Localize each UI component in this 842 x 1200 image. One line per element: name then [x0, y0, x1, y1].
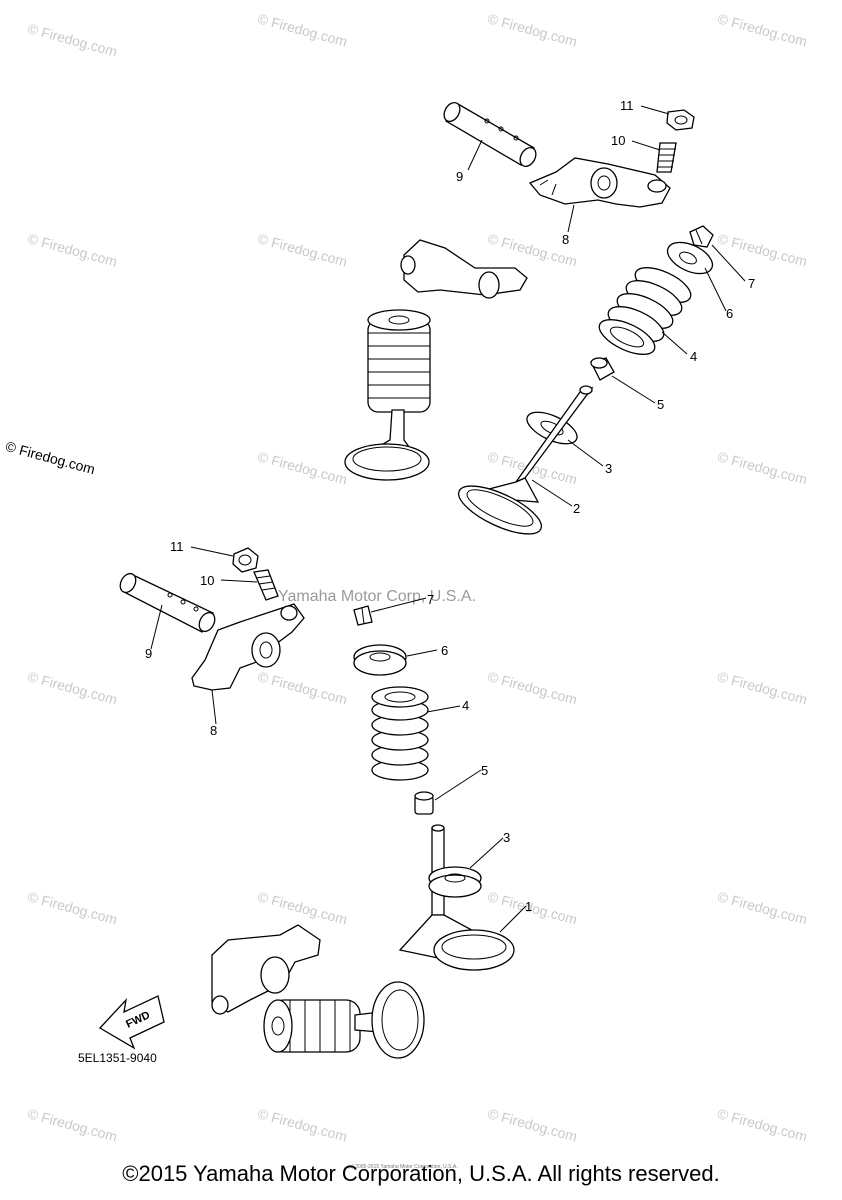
callout-lower-11: 11 — [170, 539, 184, 554]
upper-exhaust-valve — [458, 385, 594, 535]
upper-rocker-arm — [528, 157, 671, 208]
diagram-part-code: 5EL1351-9040 — [78, 1051, 157, 1065]
callout-upper-7: 7 — [748, 276, 756, 291]
callout-upper-5: 5 — [657, 397, 665, 412]
callout-upper-8: 8 — [562, 232, 570, 247]
callout-upper-3: 3 — [605, 461, 613, 476]
yamaha-center-watermark: Yamaha Motor Corp, U.S.A. — [278, 588, 476, 605]
lower-lock-nut — [232, 547, 259, 573]
lower-assembled-spring — [263, 999, 361, 1053]
upper-valve-keeper — [689, 225, 714, 248]
lower-adjust-screw — [253, 569, 279, 601]
callout-upper-9: 9 — [456, 169, 464, 184]
upper-assembled-spring — [367, 309, 431, 413]
upper-stem-seal — [590, 357, 615, 381]
upper-rocker-shaft — [443, 102, 537, 167]
lower-rocker-arm — [191, 603, 305, 691]
callout-lower-4: 4 — [462, 698, 470, 713]
callout-lower-6: 6 — [441, 643, 449, 658]
forward-arrow-icon: FWD — [98, 995, 165, 1050]
lower-assembled-valve — [354, 981, 425, 1059]
callout-upper-10: 10 — [611, 133, 626, 148]
upper-lock-nut — [666, 109, 695, 131]
lower-stem-seal — [414, 791, 434, 815]
lower-spring-seat — [428, 866, 482, 898]
callout-lower-9: 9 — [145, 646, 153, 661]
upper-spring-retainer — [666, 241, 714, 275]
callout-upper-2: 2 — [573, 501, 581, 516]
lower-spring-retainer — [353, 644, 407, 676]
copyright-footer: ©2015 Yamaha Motor Corporation, U.S.A. A… — [122, 1161, 720, 1186]
lower-valve-spring — [371, 686, 429, 781]
callout-lower-1: 1 — [525, 899, 533, 914]
callout-lower-10: 10 — [200, 573, 215, 588]
callout-lower-5: 5 — [481, 763, 489, 778]
upper-assembled-valve — [344, 409, 430, 481]
upper-adjust-screw — [656, 142, 677, 173]
callout-upper-11: 11 — [620, 98, 634, 113]
upper-valve-spring — [598, 267, 692, 355]
fine-print-watermark: (c) 2005-2015 Yamaha Motor Corporation, … — [348, 1164, 458, 1170]
upper-assembled-rocker — [400, 239, 528, 299]
callout-lower-3: 3 — [503, 830, 511, 845]
callout-lower-8: 8 — [210, 723, 218, 738]
leader-lines — [150, 105, 746, 933]
callout-upper-4: 4 — [690, 349, 698, 364]
lower-valve-keeper — [353, 605, 373, 626]
callout-upper-6: 6 — [726, 306, 734, 321]
callout-lower-7: 7 — [427, 592, 435, 607]
lower-rocker-shaft — [119, 572, 216, 633]
lower-assembled-rocker — [211, 924, 321, 1015]
